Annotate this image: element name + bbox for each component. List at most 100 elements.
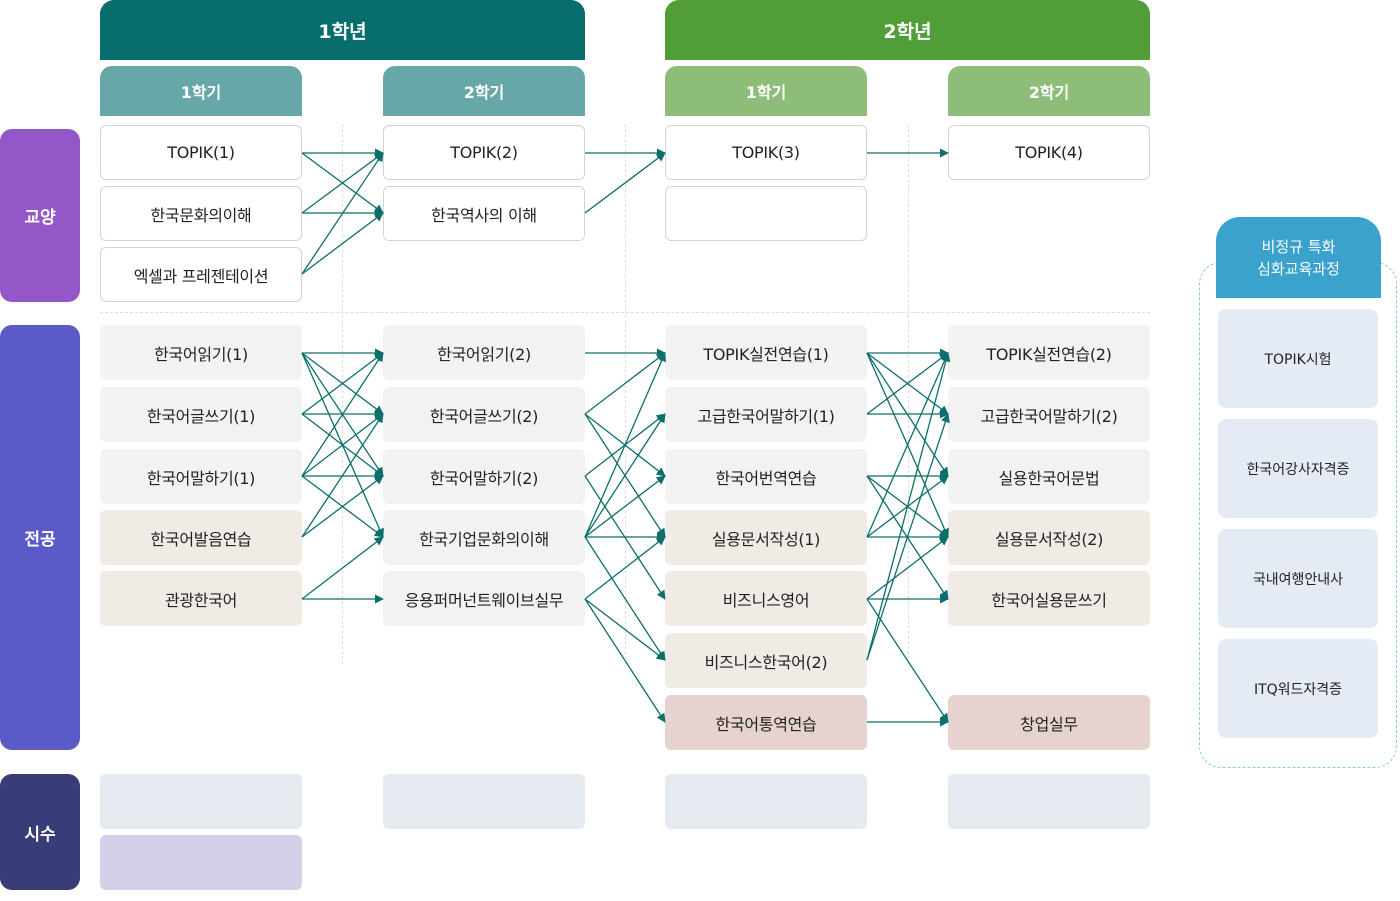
- prerequisite-arrow: [301, 152, 384, 214]
- special-course-title-line2: 심화교육과정: [1257, 259, 1340, 278]
- course-box: 한국문화의이해: [100, 186, 302, 241]
- course-name: 한국어읽기(1): [154, 344, 248, 364]
- course-box: 한국어말하기(1): [100, 449, 302, 504]
- course-box: 한국어읽기(2): [383, 325, 585, 380]
- prerequisite-arrow: [584, 152, 666, 214]
- prerequisite-arrow: [584, 536, 666, 661]
- category-practice: 시수: [0, 774, 80, 890]
- course-box: TOPIK(1): [100, 125, 302, 180]
- prerequisite-arrow: [301, 536, 384, 600]
- special-course-item: ITQ워드자격증: [1218, 639, 1378, 738]
- course-name: 고급한국어말하기(1): [697, 406, 835, 426]
- year-header-1: 1학년: [100, 0, 585, 60]
- course-name: 실용문서작성(2): [994, 529, 1104, 549]
- prerequisite-arrow: [584, 352, 666, 538]
- column-divider: [342, 124, 343, 664]
- course-box: 비즈니스한국어(2): [665, 633, 867, 688]
- course-box: 한국어통역연습: [665, 695, 867, 750]
- course-name: 한국어번역연습: [715, 468, 817, 488]
- course-box: 관광한국어: [100, 571, 302, 626]
- prerequisite-arrow: [301, 475, 384, 538]
- course-name: 한국어읽기(2): [437, 344, 531, 364]
- course-box: 실용문서작성(2): [948, 510, 1150, 565]
- prerequisite-arrow: [584, 413, 666, 538]
- special-course-title-line1: 비정규 특화: [1261, 237, 1336, 256]
- column-divider: [908, 124, 909, 664]
- course-name: 실용문서작성(1): [711, 529, 821, 549]
- special-course-item: TOPIK시험: [1218, 309, 1378, 408]
- practice-box: [100, 835, 302, 890]
- practice-box: [383, 774, 585, 829]
- prerequisite-arrow: [584, 598, 666, 723]
- prerequisite-arrow: [301, 413, 384, 477]
- course-name: 비즈니스한국어(2): [704, 652, 828, 672]
- course-box: TOPIK실전연습(1): [665, 325, 867, 380]
- semester-header-y1-s2: 2학기: [383, 66, 585, 116]
- course-box: 한국기업문화의이해: [383, 510, 585, 565]
- year-header-2: 2학년: [665, 0, 1150, 60]
- course-name: TOPIK실전연습(2): [986, 344, 1112, 364]
- special-course-header: 비정규 특화 심화교육과정: [1216, 217, 1381, 298]
- special-course-item: 국내여행안내사: [1218, 529, 1378, 628]
- course-name: TOPIK(1): [167, 143, 235, 162]
- course-name: 관광한국어: [164, 590, 238, 610]
- practice-box: [948, 774, 1150, 829]
- semester-label: 1학기: [180, 83, 222, 102]
- course-box: 한국어글쓰기(2): [383, 387, 585, 442]
- year-label-2: 2학년: [883, 20, 932, 43]
- semester-label: 2학기: [1028, 83, 1070, 102]
- course-box: 한국어발음연습: [100, 510, 302, 565]
- course-name: TOPIK(2): [450, 143, 518, 162]
- prerequisite-arrow: [866, 413, 950, 661]
- prerequisite-arrow: [584, 352, 666, 415]
- course-name: 한국어발음연습: [150, 529, 252, 549]
- course-name: 고급한국어말하기(2): [980, 406, 1118, 426]
- prerequisite-arrow: [301, 352, 384, 415]
- course-box: 한국어읽기(1): [100, 325, 302, 380]
- course-name: 창업실무: [1020, 714, 1078, 734]
- course-box: 한국어글쓰기(1): [100, 387, 302, 442]
- column-divider: [625, 124, 626, 664]
- course-name: 한국문화의이해: [150, 205, 252, 225]
- course-box: 엑셀과 프레젠테이션: [100, 247, 302, 302]
- section-divider: [100, 312, 1150, 313]
- course-box: 고급한국어말하기(1): [665, 387, 867, 442]
- course-name: 한국어글쓰기(1): [146, 406, 256, 426]
- course-box: TOPIK실전연습(2): [948, 325, 1150, 380]
- course-name: 한국역사의 이해: [431, 205, 537, 225]
- prerequisite-arrow: [301, 352, 384, 477]
- course-name: 엑셀과 프레젠테이션: [133, 266, 269, 286]
- course-box: 한국어말하기(2): [383, 449, 585, 504]
- special-course-label: ITQ워드자격증: [1253, 681, 1343, 698]
- year-label-1: 1학년: [318, 20, 367, 43]
- special-course-item: 한국어강사자격증: [1218, 419, 1378, 518]
- course-box: 창업실무: [948, 695, 1150, 750]
- prerequisite-arrow: [301, 413, 384, 538]
- category-label: 시수: [24, 824, 56, 845]
- course-name: 응용퍼머넌트웨이브실무: [404, 590, 564, 610]
- category-label: 전공: [24, 530, 56, 550]
- semester-header-y2-s2: 2학기: [948, 66, 1150, 116]
- course-name: 한국기업문화의이해: [419, 529, 549, 549]
- special-course-label: 국내여행안내사: [1252, 571, 1344, 588]
- category-label: 교양: [24, 208, 56, 228]
- category-major: 전공: [0, 325, 80, 750]
- course-box: 한국어실용문쓰기: [948, 571, 1150, 626]
- prerequisite-arrow: [584, 598, 666, 661]
- course-name: 한국어실용문쓰기: [991, 590, 1107, 610]
- course-box: 응용퍼머넌트웨이브실무: [383, 571, 585, 626]
- course-box: 한국역사의 이해: [383, 186, 585, 241]
- special-course-label: 한국어강사자격증: [1246, 461, 1350, 478]
- category-liberal-arts: 교양: [0, 129, 80, 302]
- course-name: TOPIK(4): [1015, 143, 1083, 162]
- course-box-empty: [665, 186, 867, 241]
- course-box: 한국어번역연습: [665, 449, 867, 504]
- practice-box: [100, 774, 302, 829]
- prerequisite-arrow: [866, 352, 951, 661]
- prerequisite-arrow: [584, 536, 666, 600]
- prerequisite-arrow: [584, 475, 666, 538]
- course-box: TOPIK(4): [948, 125, 1150, 180]
- prerequisite-arrow: [301, 152, 384, 275]
- course-name: 비즈니스영어: [722, 590, 810, 610]
